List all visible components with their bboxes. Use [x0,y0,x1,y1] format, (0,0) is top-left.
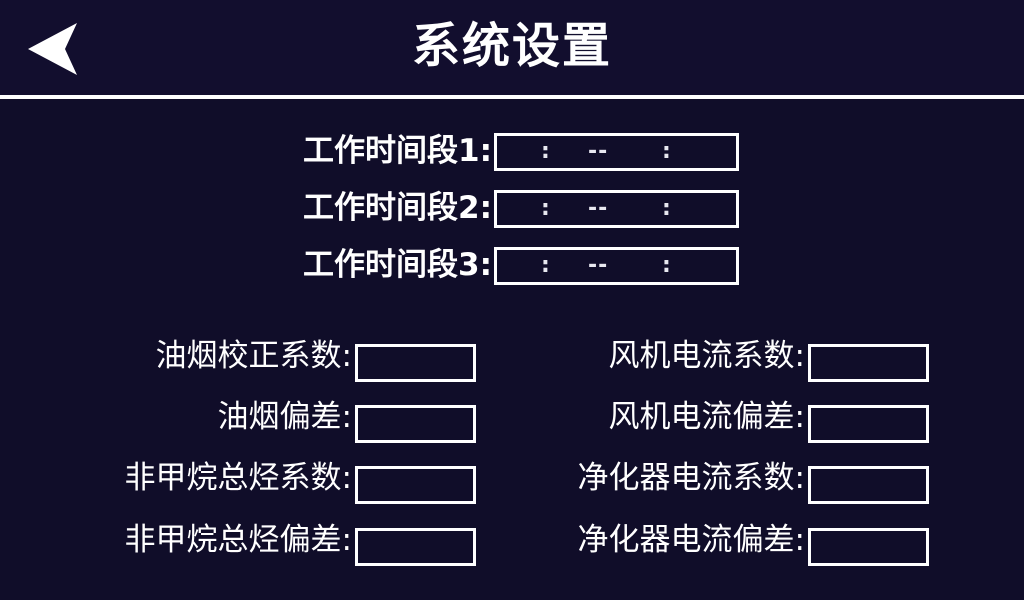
nmhc-deviation-label: 非甲烷总烃偏差: [124,522,352,558]
time-end-separator-1: : [662,139,671,164]
work-time-value-2: : -- : [497,193,736,225]
back-button[interactable] [14,14,88,84]
work-time-section: 工作时间段1: : -- : 工作时间段2: : -- : 工作时间段3: [0,99,1024,299]
time-start-separator-3: : [541,253,550,278]
work-time-value-1: : -- : [497,136,736,168]
fan-current-deviation-label: 风机电流偏差: [608,399,805,435]
oil-fume-deviation-input[interactable] [355,405,476,443]
oil-fume-correction-label: 油烟校正系数: [155,338,352,374]
work-time-row-1: 工作时间段1: : -- : [0,129,1024,173]
oil-fume-correction-input[interactable] [355,344,476,382]
work-time-input-3[interactable]: : -- : [494,247,739,285]
back-arrow-icon [20,22,82,76]
coefficient-row-3: 非甲烷总烃系数: 净化器电流系数: [0,456,1024,504]
header-divider [0,95,1024,99]
work-time-label-2: 工作时间段2: [303,190,492,226]
purifier-current-coefficient-label: 净化器电流系数: [577,460,805,496]
time-start-separator-2: : [541,196,550,221]
fan-current-coefficient-input[interactable] [808,344,929,382]
coefficient-row-2: 油烟偏差: 风机电流偏差: [0,395,1024,443]
oil-fume-deviation-label: 油烟偏差: [217,399,352,435]
purifier-current-coefficient-input[interactable] [808,466,929,504]
time-end-separator-3: : [662,253,671,278]
purifier-current-deviation-input[interactable] [808,528,929,566]
app-header: 系统设置 [0,0,1024,95]
work-time-label-3: 工作时间段3: [303,247,492,283]
work-time-label-1: 工作时间段1: [303,133,492,169]
nmhc-coefficient-label: 非甲烷总烃系数: [124,460,352,496]
work-time-input-2[interactable]: : -- : [494,190,739,228]
coefficient-section: 油烟校正系数: 风机电流系数: 油烟偏差: 风机电流偏差: 非甲烷总烃系数: [0,330,1024,600]
fan-current-deviation-input[interactable] [808,405,929,443]
nmhc-coefficient-input[interactable] [355,466,476,504]
time-range-separator-1: -- [588,139,609,164]
purifier-current-deviation-label: 净化器电流偏差: [577,522,805,558]
coefficient-row-1: 油烟校正系数: 风机电流系数: [0,334,1024,382]
work-time-row-3: 工作时间段3: : -- : [0,243,1024,287]
fan-current-coefficient-label: 风机电流系数: [608,338,805,374]
time-start-separator-1: : [541,139,550,164]
time-range-separator-3: -- [588,253,609,278]
time-end-separator-2: : [662,196,671,221]
work-time-input-1[interactable]: : -- : [494,133,739,171]
page-title: 系统设置 [411,18,612,74]
coefficient-row-4: 非甲烷总烃偏差: 净化器电流偏差: [0,518,1024,566]
work-time-value-3: : -- : [497,250,736,282]
work-time-row-2: 工作时间段2: : -- : [0,186,1024,230]
time-range-separator-2: -- [588,196,609,221]
nmhc-deviation-input[interactable] [355,528,476,566]
